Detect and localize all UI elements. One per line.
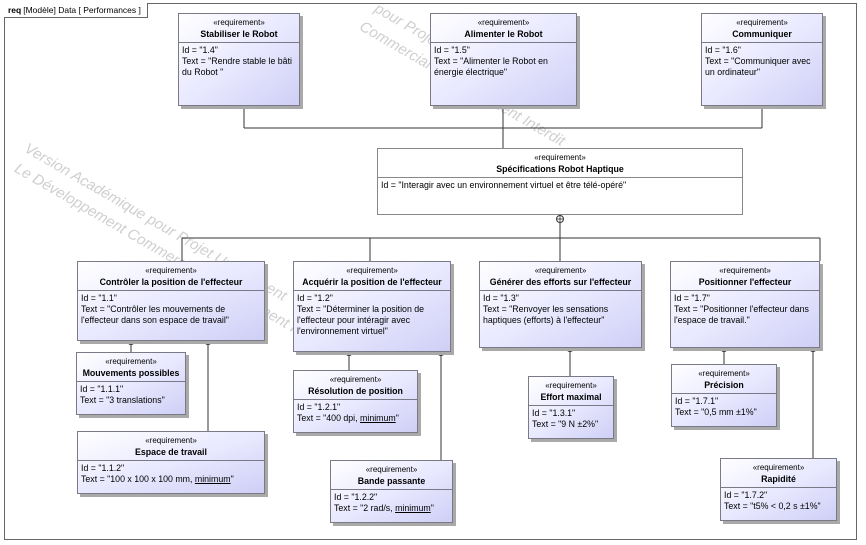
requirement-mouvements-possibles[interactable]: «requirement» Mouvements possibles Id = "…	[76, 352, 186, 415]
requirement-name: Stabiliser le Robot	[200, 29, 278, 39]
requirement-name: Bande passante	[357, 476, 426, 486]
requirement-id: Id = "Interagir avec un environnement vi…	[381, 180, 627, 190]
text-prefix: Text = "2 rad/s,	[334, 503, 396, 513]
stereotype-label: «requirement»	[545, 381, 597, 390]
text-underlined: minimum	[360, 413, 396, 423]
requirement-controler-position[interactable]: «requirement» Contrôler la position de l'…	[77, 261, 265, 341]
requirement-text: Text = "Communiquer avec un ordinateur"	[705, 56, 814, 77]
requirement-text: Text = "t5% < 0,2 s ±1%"	[724, 501, 821, 511]
requirement-id: Id = "1.3.1"	[532, 408, 576, 418]
stereotype-label: «requirement»	[698, 369, 750, 378]
requirement-name: Espace de travail	[135, 447, 207, 457]
requirement-name: Spécifications Robot Haptique	[496, 164, 624, 174]
requirement-name: Effort maximal	[540, 392, 602, 402]
stereotype-label: «requirement»	[213, 18, 265, 27]
requirement-id: Id = "1.1.2"	[81, 463, 125, 473]
requirement-rapidite[interactable]: «requirement» Rapidité Id = "1.7.2"Text =…	[720, 458, 837, 521]
stereotype-label: «requirement»	[477, 18, 530, 27]
stereotype-label: «requirement»	[145, 436, 197, 445]
diagram-kind: req	[8, 5, 22, 15]
requirement-name: Mouvements possibles	[82, 368, 180, 378]
diagram-frame	[4, 3, 857, 540]
text-suffix: "	[430, 503, 434, 513]
requirement-id: Id = "1.1"	[81, 293, 117, 303]
requirement-text: Text = "Renvoyer les sensations haptique…	[483, 304, 611, 325]
text-suffix: "	[395, 413, 399, 423]
requirement-alimenter-robot[interactable]: «requirement» Alimenter le Robot Id = "1.…	[430, 13, 577, 106]
requirement-espace-de-travail[interactable]: «requirement» Espace de travail Id = "1.1…	[77, 431, 265, 494]
requirement-communiquer[interactable]: «requirement» Communiquer Id = "1.6"Text …	[701, 13, 823, 106]
stereotype-label: «requirement»	[719, 266, 771, 275]
requirement-name: Générer des efforts sur l'effecteur	[489, 277, 632, 287]
requirement-specifications-robot-haptique[interactable]: «requirement» Spécifications Robot Haptiq…	[377, 148, 743, 215]
requirement-id: Id = "1.6"	[705, 45, 741, 55]
requirement-id: Id = "1.2.1"	[297, 402, 341, 412]
requirement-text: Text = "Contrôler les mouvements de l'ef…	[81, 304, 229, 325]
requirement-text: Text = "Déterminer la position de l'effe…	[297, 304, 427, 336]
requirement-precision[interactable]: «requirement» Précision Id = "1.7.1"Text …	[671, 364, 777, 427]
requirement-id: Id = "1.7"	[674, 293, 710, 303]
requirement-text: Text = "Positionner l'effecteur dans l'e…	[674, 304, 812, 325]
stereotype-label: «requirement»	[534, 266, 587, 275]
requirement-bande-passante[interactable]: «requirement» Bande passante Id = "1.2.2"…	[330, 460, 453, 523]
requirement-text: Text = "400 dpi, minimum"	[297, 413, 414, 424]
stereotype-label: «requirement»	[145, 266, 197, 275]
requirement-text: Text = "2 rad/s, minimum"	[334, 503, 449, 514]
requirement-positionner-effecteur[interactable]: «requirement» Positionner l'effecteur Id …	[670, 261, 820, 348]
requirement-id: Id = "1.2.2"	[334, 492, 378, 502]
requirement-acquerir-position[interactable]: «requirement» Acquérir la position de l'e…	[293, 261, 451, 352]
requirement-resolution-position[interactable]: «requirement» Résolution de position Id =…	[293, 370, 418, 433]
requirement-name: Résolution de position	[308, 386, 403, 396]
stereotype-label: «requirement»	[534, 153, 586, 162]
requirement-text: Text = "3 translations"	[80, 395, 165, 405]
requirement-text: Text = "0,5 mm ±1%"	[675, 407, 757, 417]
stereotype-label: «requirement»	[329, 375, 382, 384]
requirement-text: Text = "Alimenter le Robot en énergie él…	[434, 56, 551, 77]
requirement-id: Id = "1.1.1"	[80, 384, 124, 394]
diagram-frame-tab: req[Modèle] Data [ Performances ]	[4, 3, 148, 18]
diagram-frame-label: [Modèle] Data [ Performances ]	[23, 5, 141, 15]
text-prefix: Text = "400 dpi,	[297, 413, 361, 423]
text-prefix: Text = "100 x 100 x 100 mm,	[81, 474, 195, 484]
stereotype-label: «requirement»	[752, 463, 805, 472]
requirement-name: Contrôler la position de l'effecteur	[99, 277, 243, 287]
requirement-name: Alimenter le Robot	[464, 29, 543, 39]
requirement-id: Id = "1.3"	[483, 293, 519, 303]
requirement-name: Communiquer	[732, 29, 792, 39]
requirement-id: Id = "1.7.1"	[675, 396, 719, 406]
requirement-name: Positionner l'effecteur	[698, 277, 792, 287]
text-underlined: minimum	[395, 503, 431, 513]
requirement-text: Text = "9 N ±2%"	[532, 419, 599, 429]
stereotype-label: «requirement»	[105, 357, 157, 366]
requirement-id: Id = "1.7.2"	[724, 490, 768, 500]
requirement-generer-efforts[interactable]: «requirement» Générer des efforts sur l'e…	[479, 261, 642, 348]
stereotype-label: «requirement»	[365, 465, 418, 474]
requirement-effort-maximal[interactable]: «requirement» Effort maximal Id = "1.3.1"…	[528, 376, 614, 439]
requirement-name: Rapidité	[761, 474, 796, 484]
requirement-text: Text = "100 x 100 x 100 mm, minimum"	[81, 474, 261, 485]
stereotype-label: «requirement»	[346, 266, 398, 275]
requirement-name: Acquérir la position de l'effecteur	[302, 277, 442, 287]
stereotype-label: «requirement»	[736, 18, 788, 27]
requirement-name: Précision	[704, 380, 744, 390]
requirement-text: Text = "Rendre stable le bâti du Robot "	[182, 56, 295, 77]
requirement-id: Id = "1.4"	[182, 45, 218, 55]
text-underlined: minimum	[194, 474, 231, 484]
text-suffix: "	[230, 474, 234, 484]
requirement-stabiliser-robot[interactable]: «requirement» Stabiliser le Robot Id = "1…	[178, 13, 300, 106]
requirement-id: Id = "1.5"	[434, 45, 470, 55]
requirement-id: Id = "1.2"	[297, 293, 333, 303]
